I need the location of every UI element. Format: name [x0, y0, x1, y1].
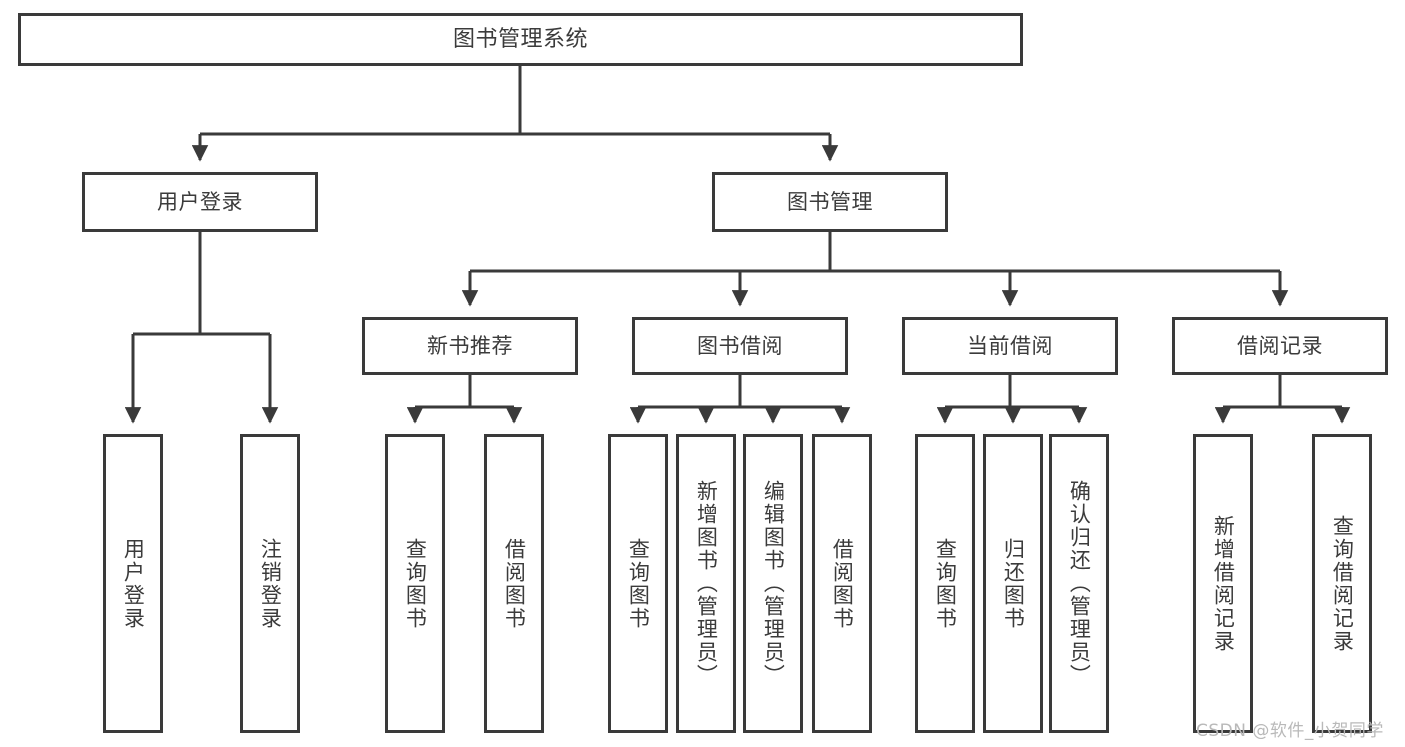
leaf-confirm-return[interactable]: 确认归还（管理员） — [1049, 434, 1109, 733]
node-book-borrow[interactable]: 图书借阅 — [632, 317, 848, 375]
node-current-borrow[interactable]: 当前借阅 — [902, 317, 1118, 375]
node-book-manage[interactable]: 图书管理 — [712, 172, 948, 232]
leaf-edit-book[interactable]: 编辑图书（管理员） — [743, 434, 803, 733]
leaf-borrow-book-2[interactable]: 借阅图书 — [812, 434, 872, 733]
node-label: 新增借阅记录 — [1211, 514, 1236, 653]
node-label: 新增图书（管理员） — [694, 480, 719, 687]
node-label: 用户登录 — [121, 537, 146, 630]
node-new-book-recommend[interactable]: 新书推荐 — [362, 317, 578, 375]
node-label: 查询借阅记录 — [1330, 514, 1355, 653]
node-label: 查询图书 — [403, 537, 428, 630]
leaf-add-book[interactable]: 新增图书（管理员） — [676, 434, 736, 733]
node-label: 查询图书 — [626, 537, 651, 630]
node-root-system[interactable]: 图书管理系统 — [18, 13, 1023, 66]
leaf-query-book-1[interactable]: 查询图书 — [385, 434, 445, 733]
node-label: 图书管理系统 — [452, 26, 588, 52]
leaf-query-record[interactable]: 查询借阅记录 — [1312, 434, 1372, 733]
leaf-query-book-3[interactable]: 查询图书 — [915, 434, 975, 733]
node-label: 用户登录 — [157, 189, 243, 214]
node-label: 借阅图书 — [830, 537, 855, 630]
node-borrow-record[interactable]: 借阅记录 — [1172, 317, 1388, 375]
node-label: 图书借阅 — [697, 333, 783, 358]
node-label: 当前借阅 — [967, 333, 1053, 358]
leaf-return-book[interactable]: 归还图书 — [983, 434, 1043, 733]
node-label: 注销登录 — [258, 537, 283, 630]
leaf-borrow-book-1[interactable]: 借阅图书 — [484, 434, 544, 733]
node-label: 借阅记录 — [1237, 333, 1323, 358]
csdn-watermark: CSDN @软件_小贺同学 — [1196, 721, 1384, 741]
node-label: 新书推荐 — [427, 333, 513, 358]
node-label: 确认归还（管理员） — [1067, 480, 1092, 687]
leaf-query-book-2[interactable]: 查询图书 — [608, 434, 668, 733]
leaf-user-logout[interactable]: 注销登录 — [240, 434, 300, 733]
leaf-add-record[interactable]: 新增借阅记录 — [1193, 434, 1253, 733]
node-label: 图书管理 — [787, 189, 873, 214]
node-user-login[interactable]: 用户登录 — [82, 172, 318, 232]
node-label: 归还图书 — [1001, 537, 1026, 630]
node-label: 借阅图书 — [502, 537, 527, 630]
node-label: 编辑图书（管理员） — [761, 480, 786, 687]
leaf-user-login[interactable]: 用户登录 — [103, 434, 163, 733]
node-label: 查询图书 — [933, 537, 958, 630]
